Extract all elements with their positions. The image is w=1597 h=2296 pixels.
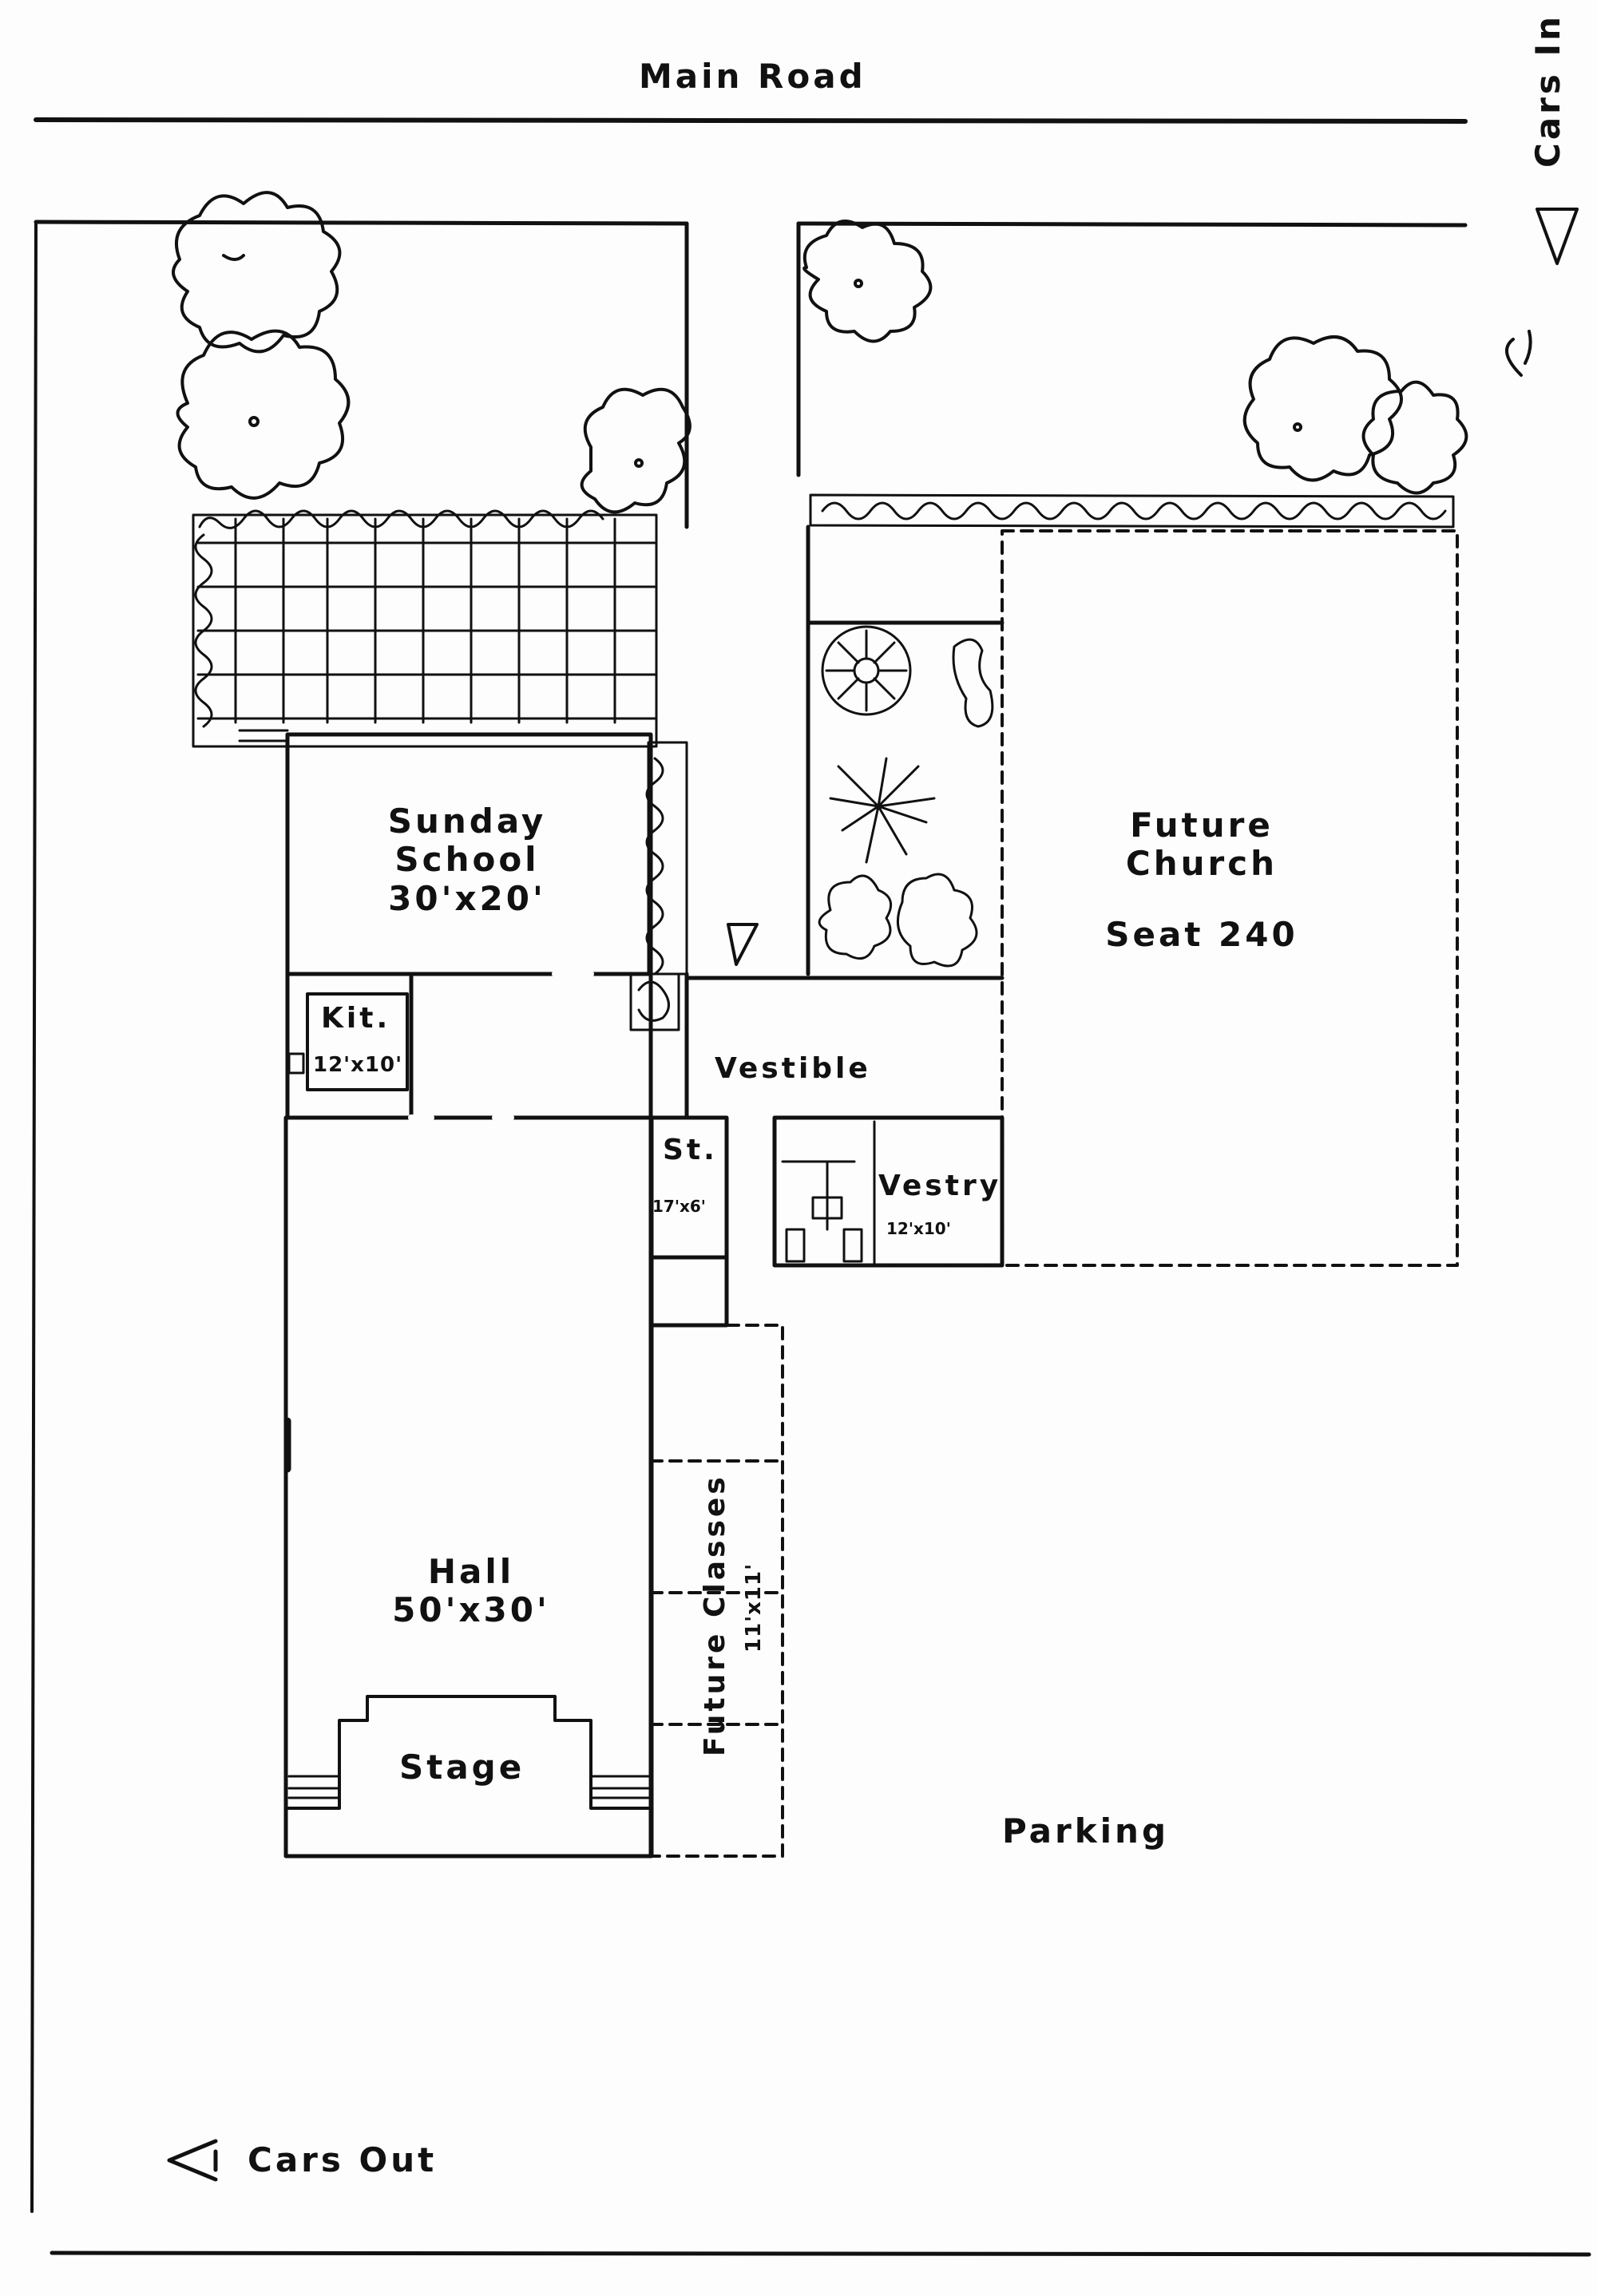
future-church-outline <box>1001 529 1459 1267</box>
shrub-icon <box>896 873 978 968</box>
tree-icon <box>172 191 342 354</box>
hall-name: Hall <box>427 1552 515 1591</box>
kitchen-label: Kit. <box>321 1002 391 1035</box>
future-classes-outline <box>649 1324 784 1858</box>
tree-icon <box>176 329 351 500</box>
sunday-school-size: 30'x20' <box>388 878 546 918</box>
main-road-line <box>34 117 1468 124</box>
stage-steps <box>287 1775 650 1799</box>
main-road-label: Main Road <box>639 57 866 96</box>
sunday-school-room <box>285 732 653 976</box>
vestible-label: Vestible <box>715 1052 871 1085</box>
hedge-icon <box>647 741 688 976</box>
future-classes-label: Future Classes <box>699 1421 731 1756</box>
future-classes-name: Future Classes <box>699 1474 731 1756</box>
tree-icon <box>802 220 933 343</box>
sunday-school-name-1: Sunday <box>387 802 547 841</box>
tree-icon <box>1361 380 1468 495</box>
cars-in-label: Cars In <box>1528 14 1577 192</box>
shrub-icon <box>952 638 994 728</box>
stage-label: Stage <box>399 1748 525 1787</box>
hedge-icon <box>645 757 664 976</box>
store-lower <box>648 1255 729 1328</box>
sunday-school-name-2: School <box>394 840 540 880</box>
front-property-line-right <box>796 221 1468 228</box>
vestry-size: 12'x10' <box>886 1219 951 1238</box>
entry-arrow-icon <box>1536 208 1579 265</box>
future-church-label: Future Church Seat 240 <box>1070 806 1333 954</box>
hedge-icon <box>198 509 604 529</box>
cars-out-label: Cars Out <box>248 2140 438 2179</box>
tree-icon <box>1242 335 1403 482</box>
sunday-school-label: Sunday School 30'x20' <box>315 802 619 918</box>
shrub-icon <box>829 757 936 864</box>
tree-icon <box>580 387 692 514</box>
future-classes-size: 11'x11' <box>742 1562 766 1653</box>
vestry-furniture <box>785 1228 806 1263</box>
front-property-line <box>34 220 689 226</box>
store-label: St. <box>663 1134 718 1166</box>
kitchen-size: 12'x10' <box>313 1053 403 1077</box>
bottom-boundary-line <box>50 2250 1591 2257</box>
vestry-furniture <box>842 1228 863 1263</box>
future-church-name-1: Future <box>1130 806 1274 845</box>
exit-arrow-icon <box>167 2139 218 2182</box>
shrub-icon <box>821 625 912 716</box>
hedge-icon <box>194 533 213 728</box>
hedge-icon <box>821 501 1447 521</box>
hall-label: Hall 50'x30' <box>351 1552 591 1630</box>
hall-size: 50'x30' <box>392 1590 550 1630</box>
left-boundary-line <box>30 220 38 2213</box>
future-church-seating: Seat 240 <box>1105 914 1298 954</box>
parking-label: Parking <box>1002 1811 1170 1851</box>
stage <box>286 1695 652 1810</box>
kitchen-inner <box>306 992 409 1091</box>
entry-arrow-icon <box>1505 330 1532 377</box>
cars-in-text: Cars In <box>1528 13 1567 168</box>
paving-grid <box>192 513 658 748</box>
kitchen-sink <box>287 1052 305 1075</box>
store-size: 17'x6' <box>652 1197 706 1216</box>
shrub-icon <box>818 874 893 960</box>
entry-arrow-icon <box>727 923 759 966</box>
hedge-icon <box>809 493 1455 528</box>
hedge-icon <box>629 972 680 1031</box>
vestry-label: Vestry <box>878 1170 1002 1202</box>
hedge-icon <box>637 980 670 1022</box>
future-church-name-2: Church <box>1125 844 1278 884</box>
